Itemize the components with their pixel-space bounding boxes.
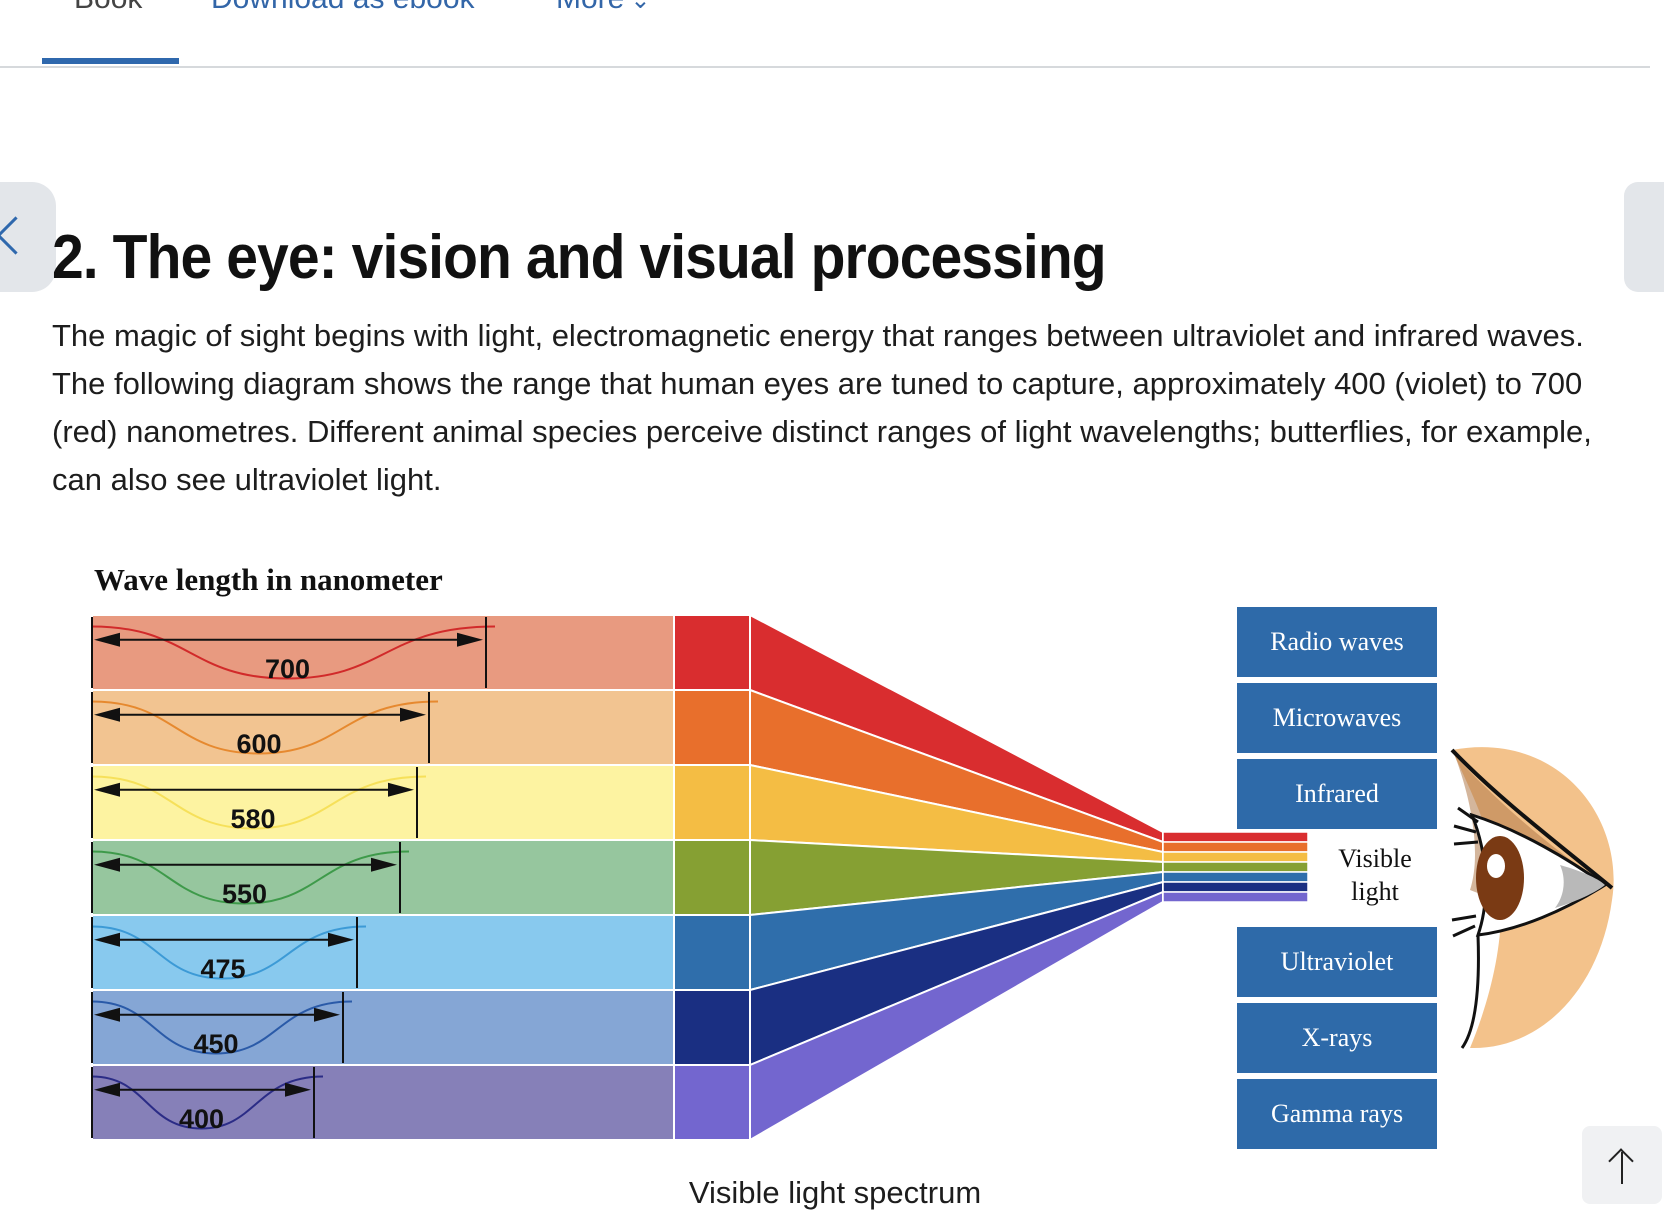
- band-background: [91, 614, 675, 691]
- arrow-head-right: [371, 857, 397, 872]
- back-to-top-button[interactable]: [1582, 1126, 1662, 1204]
- spectrum-fan: [749, 613, 1309, 1142]
- band-color-block: [673, 764, 751, 841]
- band-color-block: [673, 914, 751, 991]
- band-background: [91, 689, 675, 766]
- arrow-head-left: [94, 857, 120, 872]
- arrow-head-left: [94, 1007, 120, 1022]
- spectrum-box: [1235, 605, 1439, 679]
- band-color-block: [673, 614, 751, 691]
- visible-strip: [1162, 851, 1309, 863]
- spectrum-box: [1235, 1001, 1439, 1075]
- wave-curve: [91, 775, 427, 830]
- eye-illustration: [1450, 747, 1614, 1049]
- wavelength-value: 580: [230, 804, 275, 834]
- intro-paragraph: The magic of sight begins with light, el…: [52, 318, 1592, 497]
- spectrum-box: [1235, 1077, 1439, 1151]
- visible-strip: [1162, 871, 1309, 883]
- diagram-heading: Wave length in nanometer: [94, 562, 443, 597]
- arrow-head-left: [94, 1082, 120, 1097]
- band-color-block: [673, 689, 751, 766]
- spectrum-box: [1235, 925, 1439, 999]
- wavelength-value: 600: [236, 729, 281, 759]
- arrow-head-right: [314, 1007, 340, 1022]
- band-background: [91, 839, 675, 916]
- nav-more-label: More: [556, 0, 624, 15]
- chevron-left-icon: [0, 216, 35, 255]
- visible-light-label-line2: light: [1351, 877, 1399, 906]
- band-color-block: [673, 1064, 751, 1141]
- chevron-down-icon: ⌄: [630, 0, 651, 14]
- wavelength-value: 400: [179, 1104, 224, 1134]
- band-background: [91, 914, 675, 991]
- nav-tab-more[interactable]: More ⌄: [556, 0, 650, 16]
- visible-strip: [1162, 841, 1309, 853]
- spectrum-box: [1235, 757, 1439, 831]
- wave-curve: [91, 850, 410, 905]
- figure-caption: Visible light spectrum: [688, 1175, 982, 1210]
- next-page-button[interactable]: [1624, 182, 1664, 292]
- arrow-head-left: [94, 632, 120, 647]
- band-background: [91, 989, 675, 1066]
- wavelength-value: 475: [200, 954, 245, 984]
- wavelength-bands: 700 600 580 550 475 450 400: [91, 614, 751, 1141]
- visible-strip: [1162, 831, 1309, 843]
- spectrum-box-label: Ultraviolet: [1281, 947, 1394, 976]
- wavelength-value: 550: [222, 879, 267, 909]
- top-navigation: Book Download as ebook More ⌄: [0, 0, 1650, 68]
- page-title: 2. The eye: vision and visual processing: [52, 223, 1107, 292]
- nav-tab-download-ebook[interactable]: Download as ebook: [211, 0, 475, 16]
- visible-strip: [1162, 861, 1309, 873]
- arrow-head-right: [328, 932, 354, 947]
- wavelength-value: 700: [265, 654, 310, 684]
- arrow-head-right: [457, 632, 483, 647]
- arrow-head-right: [388, 782, 414, 797]
- nav-tab-book[interactable]: Book: [74, 0, 142, 16]
- visible-strip: [1162, 881, 1309, 893]
- arrow-up-icon-shaft: [1621, 1152, 1623, 1184]
- spectrum-box-label: Radio waves: [1270, 627, 1404, 656]
- arrow-head-right: [285, 1082, 311, 1097]
- spectrum-box: [1235, 681, 1439, 755]
- visible-light-label-line1: Visible: [1338, 844, 1412, 873]
- band-color-block: [673, 839, 751, 916]
- visible-light-spectrum-diagram: Wave length in nanometer 700 600 580 550 475…: [91, 562, 1614, 1151]
- wave-curve: [91, 925, 367, 980]
- previous-page-button[interactable]: [0, 182, 56, 292]
- spectrum-box-label: Infrared: [1295, 779, 1379, 808]
- arrow-head-right: [400, 707, 426, 722]
- arrow-head-left: [94, 932, 120, 947]
- band-background: [91, 764, 675, 841]
- visible-strip: [1162, 891, 1309, 903]
- arrow-head-left: [94, 782, 120, 797]
- wavelength-value: 450: [193, 1029, 238, 1059]
- spectrum-box-label: X-rays: [1302, 1023, 1373, 1052]
- active-tab-indicator: [42, 58, 179, 64]
- band-color-block: [673, 989, 751, 1066]
- electromagnetic-spectrum-boxes: Radio wavesMicrowavesInfraredUltraviolet…: [1235, 605, 1439, 1151]
- spectrum-box-label: Gamma rays: [1271, 1099, 1403, 1128]
- arrow-head-left: [94, 707, 120, 722]
- wave-curve: [91, 1000, 353, 1055]
- spectrum-box-label: Microwaves: [1273, 703, 1402, 732]
